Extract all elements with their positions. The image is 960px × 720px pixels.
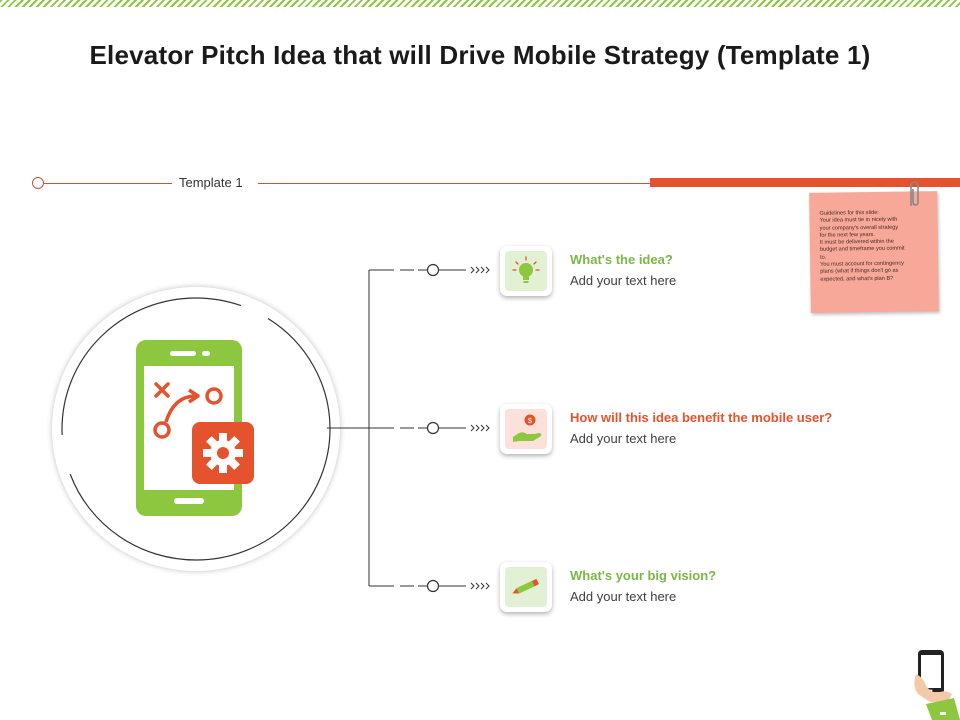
paperclip-icon — [910, 181, 919, 206]
idea-icon-box — [500, 246, 552, 296]
item-heading: What's your big vision? — [570, 568, 717, 583]
page-title: Elevator Pitch Idea that will Drive Mobi… — [89, 40, 871, 70]
benefit-icon-box: $ — [500, 404, 552, 454]
hand-coin-icon: $ — [513, 414, 542, 442]
item-text[interactable]: Add your text here — [570, 589, 677, 604]
timeline-line — [258, 183, 650, 184]
note-line: expected, and what's plan B? — [820, 275, 894, 283]
item-heading: What's the idea? — [570, 252, 673, 267]
svg-text:$: $ — [528, 418, 532, 425]
hub-ring — [61, 297, 331, 561]
benefit-icon-background: $ — [505, 409, 547, 449]
top-stripe-decoration — [0, 0, 960, 7]
vision-icon-box — [500, 562, 552, 612]
timeline-line — [44, 183, 172, 184]
timeline-accent-bar — [650, 178, 960, 187]
idea-icon-background — [505, 251, 547, 291]
pen-icon — [512, 579, 539, 594]
lightbulb-icon — [512, 256, 540, 283]
hand-holding-phone-icon — [914, 650, 960, 720]
item-heading: How will this idea benefit the mobile us… — [570, 410, 833, 425]
item-text[interactable]: Add your text here — [570, 273, 677, 288]
timeline-label: Template 1 — [179, 175, 243, 190]
timeline-start-marker — [32, 177, 44, 189]
item-text[interactable]: Add your text here — [570, 431, 677, 446]
smartphone-strategy-icon — [136, 340, 254, 516]
vision-icon-background — [505, 567, 547, 607]
